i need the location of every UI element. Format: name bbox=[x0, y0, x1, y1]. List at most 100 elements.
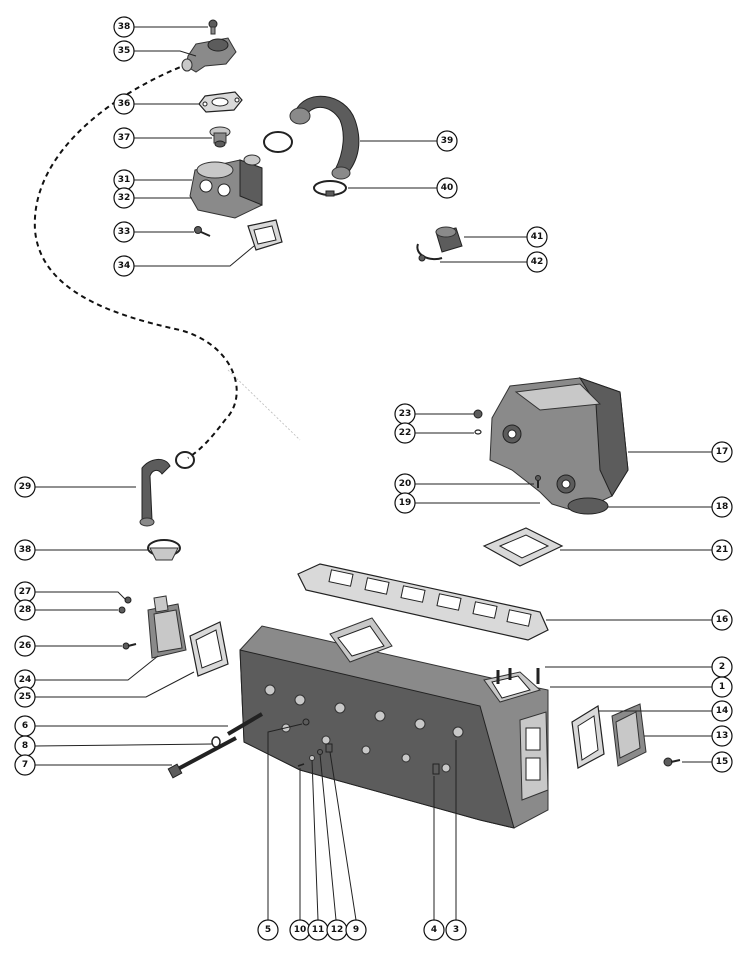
callout-36: 36 bbox=[113, 93, 135, 115]
svg-text:13: 13 bbox=[716, 731, 729, 741]
svg-text:9: 9 bbox=[353, 925, 359, 935]
svg-text:42: 42 bbox=[531, 257, 544, 267]
svg-text:25: 25 bbox=[19, 692, 32, 702]
svg-text:10: 10 bbox=[294, 925, 307, 935]
callout-6: 6 bbox=[14, 715, 36, 737]
svg-text:27: 27 bbox=[19, 587, 32, 597]
callout-18: 18 bbox=[711, 496, 733, 518]
part-4-plug bbox=[432, 763, 440, 775]
part-25-gasket bbox=[189, 621, 229, 677]
callout-2: 2 bbox=[711, 656, 733, 678]
callout-10: 10 bbox=[289, 919, 311, 941]
callout-4: 4 bbox=[423, 919, 445, 941]
part-37-thermostat bbox=[209, 126, 231, 148]
callout-22: 22 bbox=[394, 422, 416, 444]
callout-31: 31 bbox=[113, 169, 135, 191]
part-10-11-12-9-fittings bbox=[297, 743, 333, 767]
part-31-32-thermostat-housing bbox=[189, 154, 263, 219]
svg-text:1: 1 bbox=[719, 682, 725, 692]
callout-28: 28 bbox=[14, 599, 36, 621]
svg-text:8: 8 bbox=[22, 741, 28, 751]
part-1-3-exhaust-manifold bbox=[239, 617, 549, 829]
part-6-stud bbox=[226, 712, 264, 736]
part-42-clamp bbox=[416, 243, 443, 262]
callout-29: 29 bbox=[14, 476, 36, 498]
part-17-18-exhaust-elbow bbox=[489, 377, 629, 515]
part-35-elbow-fitting bbox=[181, 37, 237, 73]
part-38-screw-top bbox=[208, 19, 218, 35]
svg-text:11: 11 bbox=[312, 925, 325, 935]
svg-text:19: 19 bbox=[399, 498, 412, 508]
svg-text:37: 37 bbox=[118, 133, 131, 143]
part-5-plug bbox=[302, 718, 310, 726]
callout-32: 32 bbox=[113, 187, 135, 209]
svg-text:32: 32 bbox=[118, 193, 131, 203]
callout-8: 8 bbox=[14, 735, 36, 757]
callout-5: 5 bbox=[257, 919, 279, 941]
part-39-hose bbox=[289, 95, 360, 180]
callout-7: 7 bbox=[14, 754, 36, 776]
part-29-hose bbox=[139, 459, 171, 527]
callout-40: 40 bbox=[436, 177, 458, 199]
callout-39: 39 bbox=[436, 130, 458, 152]
callout-23: 23 bbox=[394, 403, 416, 425]
part-2-studs bbox=[496, 668, 540, 684]
part-22-washer bbox=[474, 429, 482, 435]
part-20-screw bbox=[535, 475, 541, 488]
svg-text:4: 4 bbox=[431, 925, 437, 935]
svg-text:14: 14 bbox=[716, 706, 729, 716]
callout-20: 20 bbox=[394, 473, 416, 495]
part-21-gasket bbox=[482, 527, 564, 567]
svg-text:16: 16 bbox=[716, 615, 729, 625]
part-hose-clamp-29-top bbox=[175, 451, 195, 469]
callout-11: 11 bbox=[307, 919, 329, 941]
svg-text:29: 29 bbox=[19, 482, 32, 492]
part-26-screw bbox=[122, 642, 137, 650]
part-14-end-gasket bbox=[571, 705, 605, 769]
svg-text:20: 20 bbox=[399, 479, 412, 489]
part-40-hose-clamp bbox=[313, 180, 347, 197]
svg-text:28: 28 bbox=[19, 605, 32, 615]
callout-26: 26 bbox=[14, 635, 36, 657]
svg-text:33: 33 bbox=[118, 227, 131, 237]
svg-text:39: 39 bbox=[441, 136, 454, 146]
svg-text:18: 18 bbox=[716, 502, 729, 512]
svg-text:22: 22 bbox=[399, 428, 412, 438]
svg-text:24: 24 bbox=[19, 675, 32, 685]
svg-text:7: 7 bbox=[22, 760, 28, 770]
callout-3: 3 bbox=[445, 919, 467, 941]
part-34-gasket bbox=[247, 219, 283, 251]
part-27-28-fittings bbox=[118, 596, 132, 614]
callout-13: 13 bbox=[711, 725, 733, 747]
callout-12: 12 bbox=[326, 919, 348, 941]
callout-27: 27 bbox=[14, 581, 36, 603]
callout-33: 33 bbox=[113, 221, 135, 243]
part-38-hose-clamp-lower bbox=[147, 539, 181, 561]
part-7-bolt bbox=[167, 736, 237, 779]
callout-38-lower: 38 bbox=[14, 539, 36, 561]
dashed-hose-route bbox=[33, 63, 238, 459]
svg-text:21: 21 bbox=[716, 545, 729, 555]
svg-text:31: 31 bbox=[118, 175, 131, 185]
callout-35: 35 bbox=[113, 40, 135, 62]
svg-text:36: 36 bbox=[118, 99, 131, 109]
part-24-cover-plate bbox=[147, 595, 187, 659]
part-36-gasket bbox=[198, 91, 243, 113]
callout-14: 14 bbox=[711, 700, 733, 722]
callout-37: 37 bbox=[113, 127, 135, 149]
callout-21: 21 bbox=[711, 539, 733, 561]
part-16-manifold-gasket bbox=[297, 563, 549, 641]
callout-25: 25 bbox=[14, 686, 36, 708]
svg-text:26: 26 bbox=[19, 641, 32, 651]
svg-text:38: 38 bbox=[19, 545, 32, 555]
callout-19: 19 bbox=[394, 492, 416, 514]
svg-text:34: 34 bbox=[118, 261, 131, 271]
part-hose-clamp-upper bbox=[263, 131, 293, 153]
svg-text:35: 35 bbox=[118, 46, 131, 56]
callout-38-top: 38 bbox=[113, 16, 135, 38]
callout-42: 42 bbox=[526, 251, 548, 273]
svg-text:12: 12 bbox=[331, 925, 344, 935]
callout-41: 41 bbox=[526, 226, 548, 248]
svg-text:5: 5 bbox=[265, 925, 271, 935]
svg-text:6: 6 bbox=[22, 721, 28, 731]
